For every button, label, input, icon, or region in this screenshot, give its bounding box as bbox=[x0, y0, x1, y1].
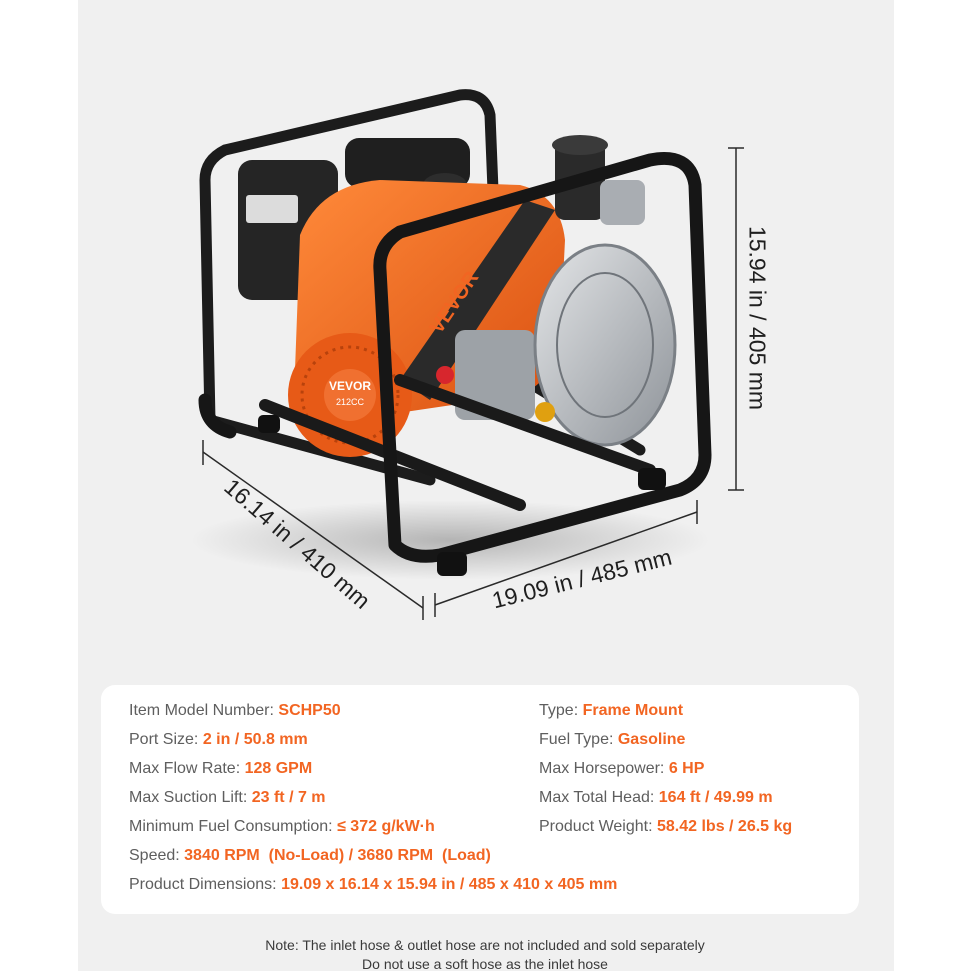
starter-brand-decal: VEVOR bbox=[329, 379, 371, 393]
note-hoses-not-included: Note: The inlet hose & outlet hose are n… bbox=[265, 937, 705, 953]
height-dimension-label: 15.94 in / 405 mm bbox=[744, 225, 771, 411]
spec-max-horsepower: Max Horsepower: 6 HP bbox=[539, 760, 705, 777]
width-dimension-line bbox=[434, 511, 698, 606]
engine-switch bbox=[436, 366, 454, 384]
spec-max-total-head: Max Total Head: 164 ft / 49.99 m bbox=[539, 789, 773, 806]
air-filter-sticker bbox=[246, 195, 298, 223]
note-soft-hose-warning: Do not use a soft hose as the inlet hose bbox=[362, 956, 608, 972]
spec-type: Type: Frame Mount bbox=[539, 702, 684, 719]
water-pump-illustration: VEVOR 212CC VEVOR bbox=[190, 89, 744, 620]
spec-speed: Speed: 3840 RPM (No-Load) / 3680 RPM (Lo… bbox=[129, 847, 491, 864]
front-frame bbox=[198, 151, 712, 563]
depth-dimension-line bbox=[202, 451, 424, 609]
spec-max-suction-lift: Max Suction Lift: 23 ft / 7 m bbox=[129, 789, 326, 806]
brand-strap bbox=[400, 200, 555, 400]
spec-product-dimensions: Product Dimensions: 19.09 x 16.14 x 15.9… bbox=[129, 876, 618, 893]
inlet-port bbox=[600, 180, 645, 225]
spec-fuel-type: Fuel Type: Gasoline bbox=[539, 731, 686, 748]
engine: VEVOR 212CC VEVOR bbox=[238, 138, 565, 457]
carburetor bbox=[455, 330, 535, 420]
drain-plug bbox=[535, 402, 555, 422]
spec-product-weight: Product Weight: 58.42 lbs / 26.5 kg bbox=[539, 818, 793, 835]
spec-model-number: Item Model Number: SCHP50 bbox=[129, 702, 341, 719]
engine-size-decal: 212CC bbox=[336, 397, 365, 407]
frame-feet bbox=[258, 415, 666, 576]
spec-fuel-consumption: Minimum Fuel Consumption: ≤ 372 g/kW·h bbox=[129, 818, 435, 835]
spec-max-flow-rate: Max Flow Rate: 128 GPM bbox=[129, 760, 313, 777]
dimension-lines bbox=[202, 147, 744, 620]
pump-head bbox=[533, 135, 677, 447]
spec-card: Item Model Number: SCHP50 Port Size: 2 i… bbox=[101, 685, 859, 914]
spec-port-size: Port Size: 2 in / 50.8 mm bbox=[129, 731, 308, 748]
